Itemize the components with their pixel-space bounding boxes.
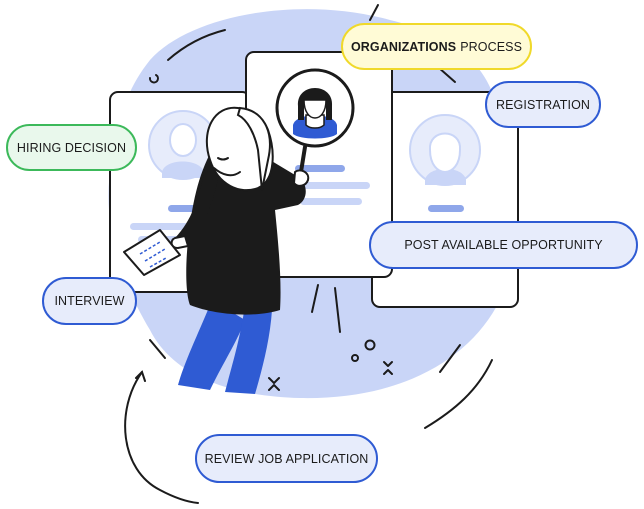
- recruiter-figure: [170, 106, 310, 394]
- organizations-process-label: ORGANIZATIONS PROCESS: [341, 23, 532, 70]
- document-icon: [123, 229, 181, 276]
- registration-label: REGISTRATION: [485, 81, 601, 128]
- organizations-bold-text: ORGANIZATIONS: [350, 39, 457, 54]
- deco-circle: [351, 354, 359, 362]
- review-application-label: REVIEW JOB APPLICATION: [195, 434, 378, 483]
- deco-circle: [364, 339, 376, 351]
- interview-label: INTERVIEW: [42, 277, 137, 325]
- candidate-avatar-icon: [284, 77, 346, 139]
- hiring-decision-label: HIRING DECISION: [6, 124, 137, 171]
- decorative-lines: [124, 4, 505, 504]
- post-opportunity-label: POST AVAILABLE OPPORTUNITY: [369, 221, 638, 269]
- sparkle-icon: [268, 361, 393, 391]
- process-text: PROCESS: [460, 39, 523, 54]
